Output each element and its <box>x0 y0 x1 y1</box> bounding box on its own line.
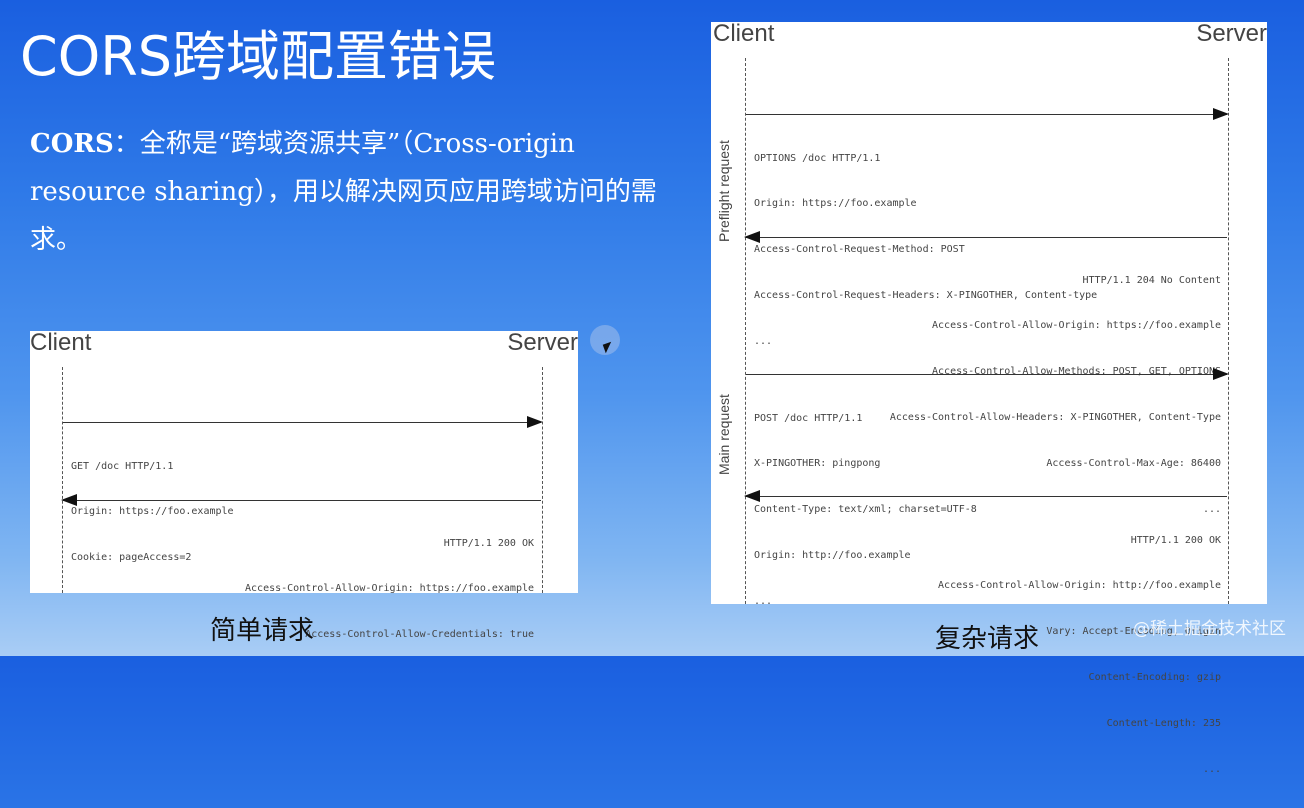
message-line: POST /doc HTTP/1.1 <box>754 412 863 424</box>
message-line: ... <box>1202 504 1221 516</box>
message-line: Origin: https://foo.example <box>71 506 234 518</box>
server-label: Server <box>507 329 578 356</box>
message-line: ... <box>754 596 773 608</box>
cors-term: CORS <box>30 129 114 159</box>
simple-request-caption: 简单请求 <box>210 616 315 646</box>
complex-request-diagram: Client Server Preflight request Main req… <box>711 20 1267 775</box>
main-request-message: POST /doc HTTP/1.1 X-PINGOTHER: pingpong… <box>754 380 977 640</box>
response-arrow <box>61 494 541 506</box>
message-line: X-PINGOTHER: pingpong <box>754 458 881 470</box>
message-line: HTTP/1.1 200 OK <box>443 537 534 549</box>
cors-definition: ：全称是“跨域资源共享”（Cross-origin resource shari… <box>30 129 657 255</box>
server-lifeline <box>1228 58 1229 604</box>
message-line: Cookie: pageAccess=2 <box>71 552 192 564</box>
message-line: OPTIONS /doc HTTP/1.1 <box>754 152 881 164</box>
message-line: Origin: http://foo.example <box>754 550 911 562</box>
client-label: Client <box>30 329 92 356</box>
client-label: Client <box>713 20 775 47</box>
message-line: Access-Control-Allow-Headers: X-PINGOTHE… <box>889 412 1221 424</box>
request-arrow <box>63 416 543 428</box>
message-line: HTTP/1.1 200 OK <box>1130 534 1221 546</box>
message-line: Access-Control-Allow-Origin: http://foo.… <box>938 580 1221 592</box>
message-line: Content-Type: text/xml; charset=UTF-8 <box>754 504 977 516</box>
server-label: Server <box>1196 20 1267 47</box>
simple-request-diagram: Client Server GET /doc HTTP/1.1 Origin: … <box>30 329 578 640</box>
message-line: Access-Control-Request-Method: POST <box>754 244 965 256</box>
preflight-request-arrow <box>746 108 1229 120</box>
main-request-arrow <box>746 368 1229 380</box>
simple-response-message: HTTP/1.1 200 OK Access-Control-Allow-Ori… <box>245 505 534 673</box>
simple-request-message: GET /doc HTTP/1.1 Origin: https://foo.ex… <box>71 428 234 596</box>
message-line: Vary: Accept-Encoding, Origin <box>1046 626 1221 638</box>
message-line: Access-Control-Allow-Origin: https://foo… <box>245 583 534 595</box>
message-line: GET /doc HTTP/1.1 <box>71 460 174 472</box>
preflight-response-message: HTTP/1.1 204 No Content Access-Control-A… <box>890 242 1221 548</box>
message-line: Origin: https://foo.example <box>754 198 917 210</box>
message-line: Content-Encoding: gzip <box>1088 672 1221 684</box>
main-response-arrow <box>744 490 1227 502</box>
watermark: @稀土掘金技术社区 <box>1133 619 1286 639</box>
message-line: ... <box>1202 764 1221 776</box>
preflight-request-message: OPTIONS /doc HTTP/1.1 Origin: https://fo… <box>754 120 1097 380</box>
client-lifeline <box>62 367 63 593</box>
preflight-request-label: Preflight request <box>716 140 732 242</box>
message-line: Access-Control-Max-Age: 86400 <box>1046 458 1221 470</box>
message-line: ... <box>754 336 773 348</box>
main-request-label: Main request <box>716 394 732 475</box>
message-line: Access-Control-Allow-Origin: https://foo… <box>932 320 1221 332</box>
message-line: Content-Length: 235 <box>1106 718 1221 730</box>
preflight-response-arrow <box>744 231 1227 243</box>
client-lifeline <box>745 58 746 604</box>
message-line: Access-Control-Request-Headers: X-PINGOT… <box>754 290 1098 302</box>
cursor-halo <box>590 325 620 355</box>
message-line: Access-Control-Allow-Credentials: true <box>305 629 534 641</box>
server-lifeline <box>542 367 543 593</box>
cors-description: CORS：全称是“跨域资源共享”（Cross-origin resource s… <box>30 120 680 264</box>
complex-request-caption: 复杂请求 <box>935 624 1040 654</box>
message-line: HTTP/1.1 204 No Content <box>1082 274 1221 286</box>
message-line: Access-Control-Allow-Methods: POST, GET,… <box>932 366 1221 378</box>
slide-title: CORS跨域配置错误 <box>20 25 497 88</box>
